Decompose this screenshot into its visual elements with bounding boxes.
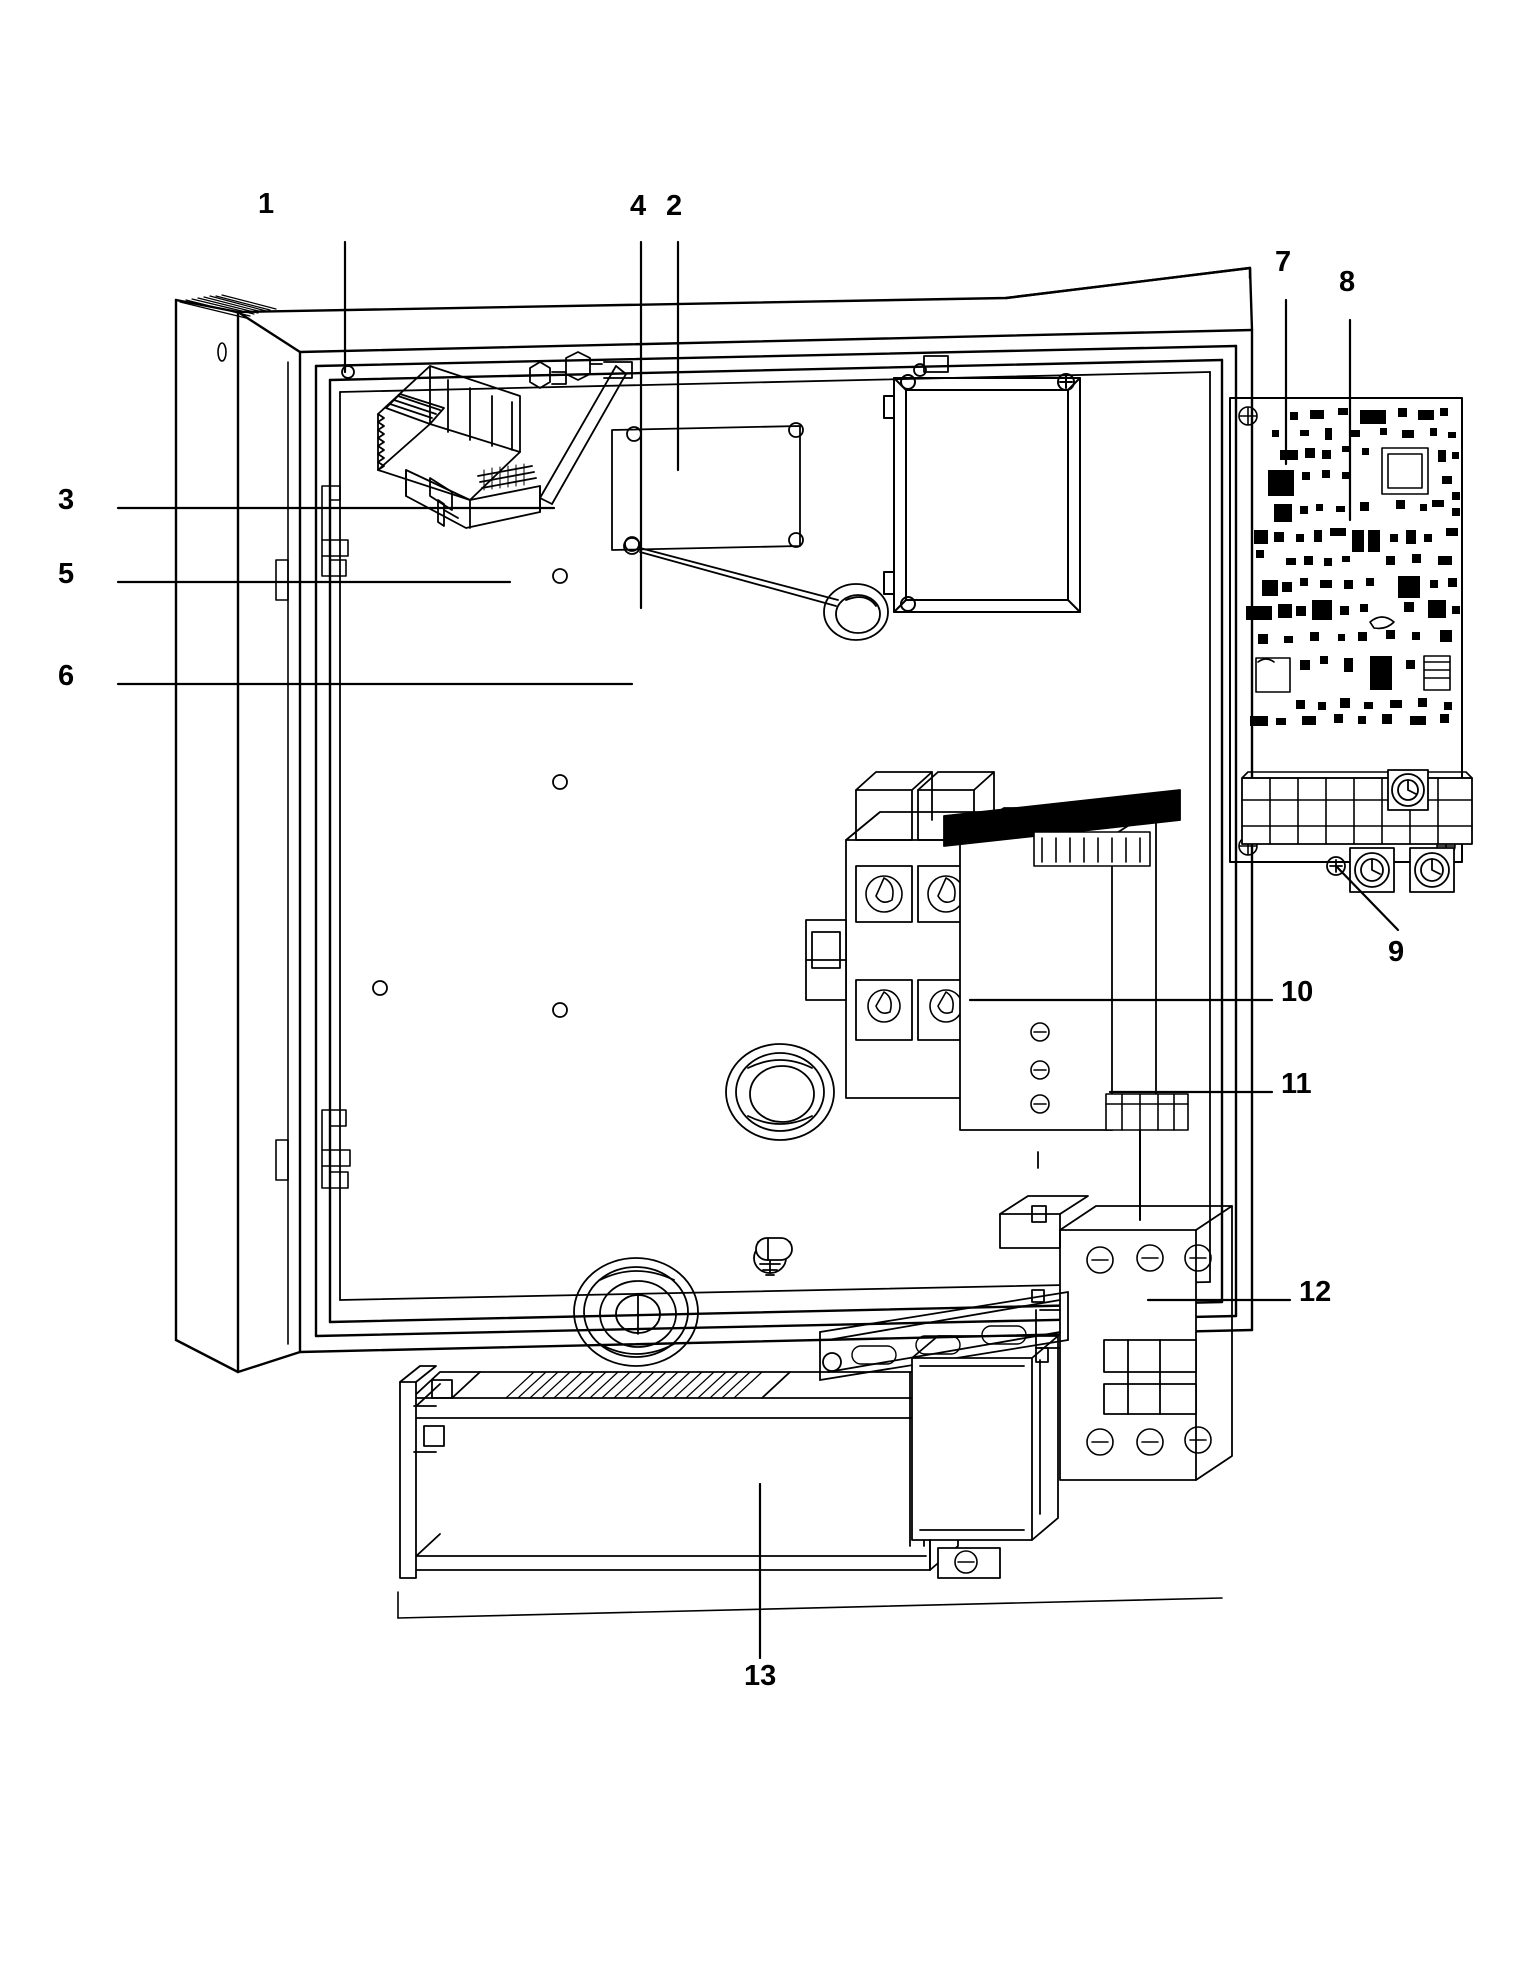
callout-11: 11 <box>1281 1068 1312 1100</box>
callout-10: 10 <box>1281 976 1314 1008</box>
grounding-stud-6 <box>623 537 889 641</box>
callout-4: 4 <box>630 190 647 222</box>
callout-5: 5 <box>58 558 75 590</box>
contactor-12 <box>999 1195 1233 1481</box>
stud-component <box>755 1237 793 1261</box>
callout-6: 6 <box>58 660 75 692</box>
enclosure-body <box>174 266 1254 1374</box>
callout-leaders <box>116 240 1400 1660</box>
callout-2: 2 <box>666 190 683 222</box>
callout-7: 7 <box>1275 246 1292 278</box>
swing-out-panel <box>883 373 1081 613</box>
cabinet-bottom-edge <box>397 1591 1223 1619</box>
callout-9: 9 <box>1388 936 1405 968</box>
terminal-block-row <box>1241 769 1473 893</box>
bottom-tray <box>399 1365 453 1579</box>
callout-13: 13 <box>744 1660 777 1692</box>
heatsink-drive-13 <box>411 1335 1059 1579</box>
pcb-outline-components <box>1255 447 1451 693</box>
conduit-hub-upper <box>725 1043 835 1141</box>
back-plate <box>339 355 1211 1301</box>
callout-3: 3 <box>58 484 75 516</box>
callout-8: 8 <box>1339 266 1356 298</box>
power-supply-module-11 <box>943 789 1189 1223</box>
callout-1: 1 <box>258 188 275 220</box>
door-top-bevel <box>179 294 277 319</box>
conduit-hub-lower <box>573 1257 699 1367</box>
disconnect-switch-assembly <box>377 351 633 529</box>
callout-12: 12 <box>1299 1276 1332 1308</box>
